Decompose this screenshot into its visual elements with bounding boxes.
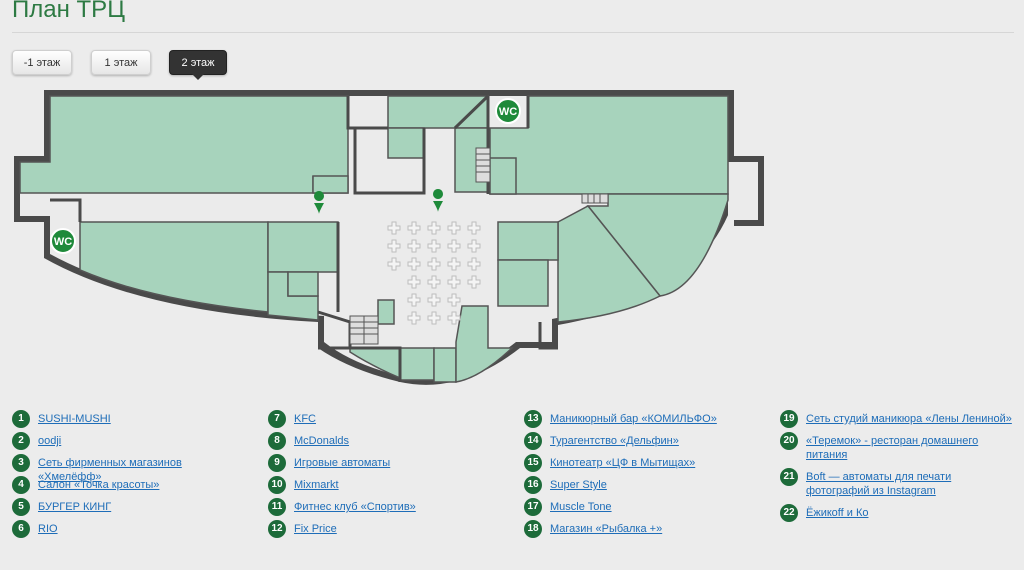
tab-floor-2[interactable]: 2 этаж [169, 50, 227, 80]
store-link[interactable]: Сеть фирменных магазинов «Хмелёфф» [38, 457, 182, 483]
store-link[interactable]: Салон «Точка красоты» [38, 479, 160, 491]
wc-icon[interactable]: WC [50, 228, 76, 254]
store-number: 21 [780, 468, 798, 486]
shop-area[interactable] [19, 95, 349, 194]
location-pin-icon[interactable] [314, 191, 325, 214]
store-link[interactable]: oodji [38, 435, 62, 447]
location-pin-icon[interactable] [433, 189, 444, 212]
shop-area[interactable] [312, 175, 349, 194]
shop-area[interactable] [399, 347, 435, 381]
store-number: 19 [780, 410, 798, 428]
store-number: 5 [12, 498, 30, 516]
shop-area[interactable] [433, 347, 457, 383]
store-number: 15 [524, 454, 542, 472]
store-link[interactable]: Boft — автоматы для печати фотографий из… [806, 471, 952, 497]
store-link[interactable]: Сеть студий маникюра «Лены Лениной» [806, 413, 1012, 425]
shop-area[interactable] [267, 221, 339, 273]
shop-area[interactable] [455, 305, 514, 383]
store-number: 20 [780, 432, 798, 450]
store-link[interactable]: Mixmarkt [294, 479, 339, 491]
staircase [349, 147, 609, 345]
store-number: 12 [268, 520, 286, 538]
store-link[interactable]: Магазин «Рыбалка +» [550, 523, 663, 535]
store-number: 9 [268, 454, 286, 472]
shop-area[interactable] [497, 259, 549, 307]
store-number: 4 [12, 476, 30, 494]
tab-floor-1[interactable]: 1 этаж [91, 50, 151, 75]
wc-label: WC [499, 106, 517, 118]
store-link[interactable]: Кинотеатр «ЦФ в Мытищах» [550, 457, 696, 469]
store-number: 6 [12, 520, 30, 538]
store-number: 3 [12, 454, 30, 472]
floor-plan-map: WC WC [14, 90, 764, 385]
shop-area[interactable] [489, 157, 517, 195]
store-link[interactable]: Super Style [550, 479, 607, 491]
store-link[interactable]: Игровые автоматы [294, 457, 391, 469]
store-link[interactable]: БУРГЕР КИНГ [38, 501, 112, 513]
shop-area[interactable] [79, 221, 269, 313]
store-number: 16 [524, 476, 542, 494]
store-number: 14 [524, 432, 542, 450]
store-number: 17 [524, 498, 542, 516]
tab-floor-minus-1[interactable]: -1 этаж [12, 50, 72, 75]
wc-icon[interactable]: WC [495, 98, 521, 124]
store-number: 13 [524, 410, 542, 428]
store-link[interactable]: Маникюрный бар «КОМИЛЬФО» [550, 413, 717, 425]
store-number: 10 [268, 476, 286, 494]
shop-area[interactable] [287, 271, 319, 297]
shop-area[interactable] [387, 127, 425, 159]
store-number: 1 [12, 410, 30, 428]
store-number: 18 [524, 520, 542, 538]
store-number: 22 [780, 504, 798, 522]
title-divider [12, 32, 1014, 33]
store-link[interactable]: KFC [294, 413, 316, 425]
shop-area[interactable] [377, 299, 395, 325]
shop-area[interactable] [557, 205, 662, 323]
store-link[interactable]: McDonalds [294, 435, 350, 447]
store-link[interactable]: RIO [38, 523, 58, 535]
wc-label: WC [54, 236, 72, 248]
shop-areas [19, 95, 729, 383]
shop-area[interactable] [497, 221, 559, 261]
store-link[interactable]: Фитнес клуб «Спортив» [294, 501, 416, 513]
store-number: 7 [268, 410, 286, 428]
food-court-seating [387, 221, 481, 325]
store-number: 11 [268, 498, 286, 516]
store-link[interactable]: «Теремок» - ресторан домашнего питания [806, 435, 979, 461]
store-link[interactable]: Турагентство «Дельфин» [550, 435, 679, 447]
store-link[interactable]: SUSHI-MUSHI [38, 413, 111, 425]
page-title: План ТРЦ [12, 0, 125, 23]
store-number: 2 [12, 432, 30, 450]
store-number: 8 [268, 432, 286, 450]
store-link[interactable]: Muscle Tone [550, 501, 612, 513]
store-link[interactable]: Fix Price [294, 523, 337, 535]
store-link[interactable]: Ёжикoff и Ко [806, 507, 869, 519]
